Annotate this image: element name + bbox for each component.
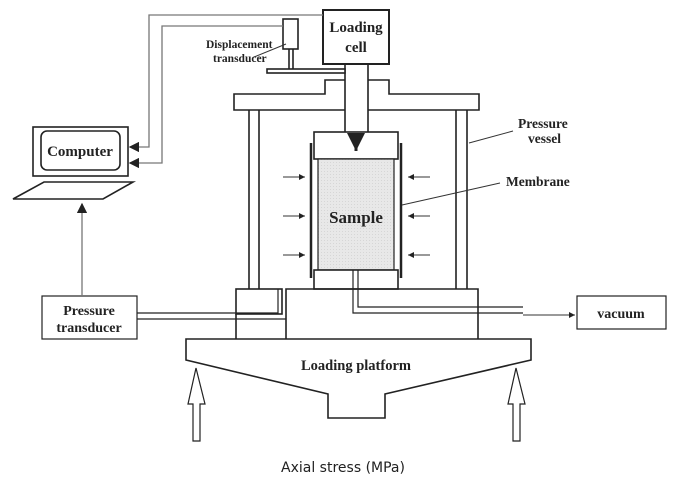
membrane-label: Membrane — [506, 174, 570, 189]
vacuum-box: vacuum — [576, 295, 667, 330]
loading-cell-label-1: Loading — [329, 20, 383, 36]
top-platen — [313, 131, 399, 160]
displacement-transducer-label-1: Displacement — [206, 39, 273, 51]
pressure-line — [137, 289, 286, 320]
base-pedestal — [235, 269, 479, 339]
sample: Sample — [317, 158, 395, 271]
keyboard-icon — [12, 181, 137, 200]
sample-label: Sample — [329, 208, 383, 227]
computer: Computer — [12, 126, 137, 200]
signal-lines — [128, 14, 323, 169]
displacement-transducer-label-2: transducer — [213, 53, 267, 65]
loading-cell-label-2: cell — [345, 40, 367, 56]
pressure-transducer-label-1: Pressure — [63, 304, 115, 319]
vacuum-label: vacuum — [597, 307, 645, 322]
pressure-vessel-label-2: vessel — [528, 131, 561, 146]
pressure-transducer: Pressure transducer — [41, 202, 138, 340]
piston-rod — [344, 64, 369, 132]
loading-cell: Loading cell — [322, 9, 390, 65]
membrane: Membrane — [309, 143, 570, 278]
computer-label: Computer — [47, 144, 113, 160]
pressure-vessel-label-1: Pressure — [518, 116, 568, 131]
pressure-transducer-label-2: transducer — [56, 321, 121, 336]
axial-load-arrow-right — [507, 367, 526, 442]
vacuum-line — [352, 270, 575, 318]
pressure-vessel: Pressure vessel — [233, 79, 568, 289]
loading-platform-label: Loading platform — [301, 358, 411, 374]
confining-pressure-arrows — [283, 174, 430, 258]
figure-caption: Axial stress (MPa) — [281, 460, 405, 476]
displacement-transducer: Displacement transducer — [206, 18, 346, 74]
loading-platform: Loading platform — [185, 338, 532, 419]
axial-load-arrow-left — [187, 367, 206, 442]
